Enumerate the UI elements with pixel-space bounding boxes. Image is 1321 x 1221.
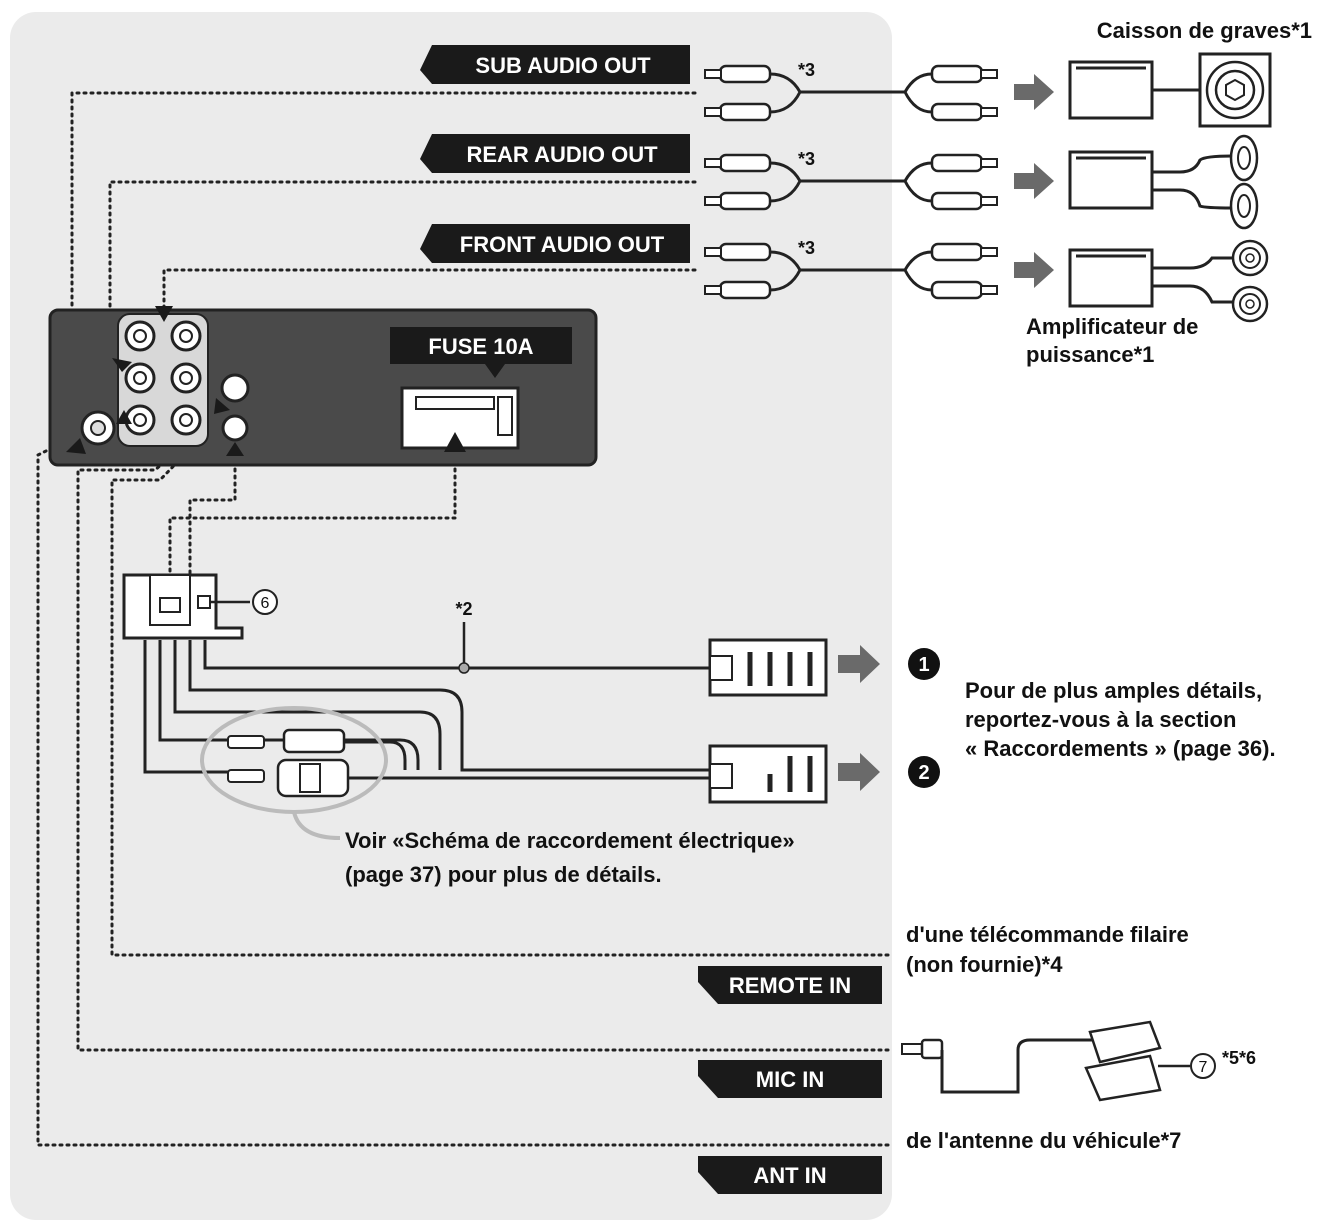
marker-7: 7 [1199, 1059, 1208, 1076]
microphone-head [1088, 1020, 1162, 1064]
arrow-mic-in [226, 442, 244, 456]
rear-audio-out-label: REAR AUDIO OUT [466, 142, 658, 167]
fuse-label: FUSE 10A [428, 334, 533, 359]
arrow-remote-in [214, 398, 230, 414]
rca-jacks [124, 320, 202, 436]
remote-in-label: REMOTE IN [729, 973, 851, 998]
arrow-sub-in [116, 410, 132, 424]
front-speaker-group [1068, 239, 1269, 323]
sub-amplifier [1068, 60, 1154, 120]
connections-note-line2: reportez-vous à la section [965, 707, 1236, 732]
antenna-note: de l'antenne du véhicule*7 [906, 1128, 1181, 1153]
remote-note-line1: d'une télécommande filaire [906, 922, 1189, 947]
ant-in-label: ANT IN [753, 1163, 826, 1188]
mic-in-label: MIC IN [756, 1067, 824, 1092]
front-amplifier [1068, 248, 1154, 308]
marker-6: 6 [261, 595, 270, 612]
microphone-clip [1084, 1054, 1162, 1102]
tag-sub-audio-out [420, 45, 690, 84]
remote-note-line2: (non fournie)*4 [906, 952, 1063, 977]
arrow-to-2 [838, 753, 880, 791]
arrow-to-rear-amp [1014, 163, 1054, 199]
star3-rear: *3 [798, 149, 815, 169]
amp-caption-line1: Amplificateur de [1026, 314, 1198, 339]
arrow-to-sub-amp [1014, 74, 1054, 110]
arrow-rear-in [112, 358, 132, 372]
front-audio-out-label: FRONT AUDIO OUT [460, 232, 665, 257]
tag-ant-in [698, 1156, 882, 1194]
marker-1: 1 [918, 654, 929, 676]
tag-front-audio-out [420, 224, 690, 263]
marker-2: 2 [918, 762, 929, 784]
power-harness: 6 *2 [122, 573, 828, 840]
subwoofer-caption: Caisson de graves*1 [1097, 18, 1312, 43]
route-rear-audio [108, 180, 697, 362]
arrow-to-1 [838, 645, 880, 683]
marker-1-circle [908, 648, 940, 680]
tag-rear-audio-out [420, 134, 690, 173]
star3-front: *3 [798, 238, 815, 258]
rear-speaker-group [1068, 134, 1259, 230]
remote-jack [220, 373, 250, 403]
tag-remote-in [698, 966, 882, 1004]
head-unit-rear: FUSE 10A [48, 306, 598, 467]
wiring-note-line2: (page 37) pour plus de détails. [345, 862, 662, 887]
marker-7-circle [1190, 1053, 1216, 1079]
arrow-ant-in [66, 438, 86, 454]
tag-mic-in [698, 1060, 882, 1098]
microphone-assembly: 7 *5*6 [901, 1020, 1256, 1102]
rear-amplifier [1068, 150, 1154, 210]
rca-cable-front [704, 242, 998, 300]
arrow-power-in [444, 432, 466, 452]
star2-note: *2 [455, 599, 472, 619]
mic-note: *5*6 [1222, 1048, 1256, 1068]
rca-cable-rear [704, 153, 998, 211]
wiring-note-line1: Voir «Schéma de raccordement électrique» [345, 828, 795, 853]
marker-2-circle [908, 756, 940, 788]
route-mic-jack [188, 453, 237, 577]
connections-note-line1: Pour de plus amples détails, [965, 678, 1262, 703]
arrow-front-in [155, 306, 173, 322]
route-fuse-harness [168, 453, 457, 577]
label-tags: SUB AUDIO OUT REAR AUDIO OUT FRONT AUDIO… [420, 45, 882, 1194]
connections-note-line3: « Raccordements » (page 36). [965, 736, 1276, 761]
wire-junction [458, 662, 470, 674]
rca-cable-sub [704, 64, 998, 122]
route-front-audio [162, 268, 697, 312]
subwoofer-group [1068, 52, 1272, 128]
sub-audio-out-label: SUB AUDIO OUT [475, 53, 651, 78]
mic-jack [221, 414, 249, 442]
rca-cables: *3 *3 *3 [704, 60, 998, 300]
star3-sub: *3 [798, 60, 815, 80]
marker-6-circle [252, 589, 278, 615]
fuse-tag [390, 327, 572, 378]
arrow-to-front-amp [1014, 252, 1054, 288]
amp-caption-line2: puissance*1 [1026, 342, 1154, 367]
